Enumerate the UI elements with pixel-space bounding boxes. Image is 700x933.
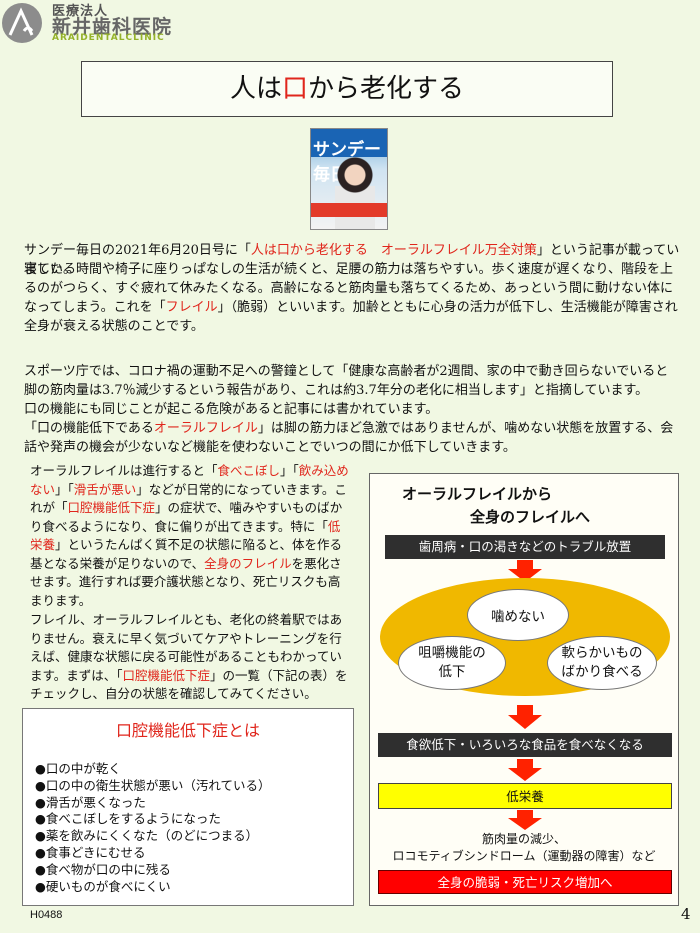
intro-paragraph-1: サンデー毎日の2021年6月20日号に「人は口から老化する オーラルフレイル万全… [24,241,680,279]
body-text: 」の一覧（下記の表）をチェックし、自分の状態を確認してみてください。 [30,667,348,702]
frailty-highlight: フレイル [165,300,218,315]
flow-step-final: 全身の脆弱・死亡リスク増加へ [378,870,672,894]
page-title: 人は口から老化する [81,61,613,117]
magazine-headline-strip [311,203,387,217]
keyword-highlight: 滑舌が悪い [73,481,137,497]
body-text: フレイル、オーラルフレイルとも、老化の終着駅ではありません。衰えに早く気づいてケ… [30,612,343,683]
flow-step-malnutrition: 低栄養 [378,783,672,809]
title-highlight: 口 [281,74,308,104]
bubble-line: 咀嚼機能の [418,645,486,661]
list-item: ●食べ物が口の中に残る [35,861,171,877]
list-item: ●硬いものが食べにくい [35,878,171,894]
intro-paragraph-5: 「口の機能低下であるオーラルフレイル」は脚の筋力ほど急激ではありませんが、噛めな… [24,419,680,457]
list-item: ●食事どきにむせる [35,844,146,860]
title-post: から老化する [308,74,465,104]
intro-paragraph-2: 寝ている時間や椅子に座りっぱなしの生活が続くと、足腰の筋力は落ちやすい。歩く速度… [24,260,680,336]
flow-title-line-2: 全身のフレイルへ [470,508,591,526]
intro-text: 」（脆弱）といいます。加齢とともに心身の活力が低下し、生活機能が障害され全身が衰… [24,300,678,334]
down-arrow-icon [508,810,542,830]
bubble-soft-food-only: 軟らかいものばかり食べる [547,636,657,690]
keyword-highlight: 低栄養 [30,518,341,553]
document-code: H0488 [30,909,63,921]
intro-text: 寝ている時間や椅子に座りっぱなしの生活が続くと、足腰の筋力は落ちやすい。歩く速度… [24,262,673,315]
body-text: 」などが日常的になっていきます。これが「 [30,481,347,516]
flow-step-4-line-2: ロコモティブシンドローム（運動器の障害）など [392,849,656,863]
body-text: 」の症状で、噛みやすいものばかり食べるようになり、食に偏りが出てきます。特に「 [30,500,343,534]
page-number: 4 [681,905,691,923]
intro-text: サンデー毎日の2021年6月20日号に「 [24,243,251,258]
symptom-checklist-title: 口腔機能低下症とは [115,721,260,740]
bubble-cannot-chew: 噛めない [467,589,569,641]
flow-title-line-1: オーラルフレイルから [402,485,553,503]
intro-text: 「口の機能低下である [24,421,154,436]
bubble-line: 軟らかいもの [561,645,643,661]
flow-step-4-line-1: 筋肉量の減少、 [481,832,566,846]
oral-frailty-highlight: オーラルフレイル [153,421,258,436]
clinic-header: 医療法人 新井歯科医院 ARAIDENTALCLINIC [0,0,700,44]
magazine-cover-photo [335,157,375,229]
left-paragraph-2: フレイル、オーラルフレイルとも、老化の終着駅ではありません。衰えに早く気づいてケ… [30,611,352,704]
down-arrow-icon [508,759,542,781]
bubble-line: ばかり食べる [561,664,643,680]
magazine-cover-image: サンデー毎日 [310,128,388,230]
flow-step-1: 歯周病・口の渇きなどのトラブル放置 [385,535,665,559]
symptom-checklist-box: 口腔機能低下症とは ●口の中が乾く ●口の中の衛生状態が悪い（汚れている） ●滑… [22,708,354,906]
clinic-roman-name: ARAIDENTALCLINIC [52,33,165,43]
article-title-highlight: 人は口から老化する オーラルフレイル万全対策 [250,243,537,258]
symptom-list: ●口の中が乾く ●口の中の衛生状態が悪い（汚れている） ●滑舌が悪くなった ●食… [35,761,271,895]
list-item: ●食べこぼしをするようになった [35,811,221,827]
keyword-highlight: 全身のフレイル [204,555,292,571]
body-text: 」「 [55,481,74,497]
magazine-masthead-bar [311,129,387,157]
clinic-name: 新井歯科医院 [52,16,173,38]
intro-paragraph-3: スポーツ庁では、コロナ禍の運動不足への警鐘として「健康な高齢者が2週間、家の中で… [24,364,669,398]
list-item: ●薬を飲みにくくなた（のどにつまる） [35,828,259,844]
title-pre: 人は [229,74,282,104]
intro-paragraph-4: 口の機能にも同じことが起こる危険があると記事には書かれています。 [24,402,439,417]
list-item: ●滑舌が悪くなった [35,794,146,810]
body-text: 」というたんぱく質不足の状態に陥ると、体を作る基となる栄養が足りないので、 [30,537,343,571]
keyword-highlight: 口腔機能低下症 [67,500,156,515]
org-type: 医療法人 [52,4,109,19]
intro-text: 」という記事が載っていました。 [24,243,680,277]
body-text: を悪化させます。進行すれば要介護状態となり、死亡リスクも高まります。 [30,555,342,608]
list-item: ●口の中の衛生状態が悪い（汚れている） [35,777,271,793]
down-arrow-icon [508,560,542,582]
keyword-highlight: 食べこぼし [217,463,281,478]
keyword-highlight: 飲み込めない [30,463,349,497]
clinic-logo-icon [2,3,42,43]
body-text: オーラルフレイルは進行すると「 [30,463,218,478]
keyword-highlight: 口腔機能低下症 [122,667,211,683]
down-arrow-icon [508,705,542,729]
bubble-chewing-decline: 咀嚼機能の低下 [398,636,506,690]
list-item: ●口の中が乾く [35,761,121,776]
flow-step-2: 食欲低下・いろいろな食品を食べなくなる [378,733,672,757]
intro-text: 」は脚の筋力ほど急激ではありませんが、噛めない状態を放置する、会話や発声の機会が… [24,421,674,455]
left-paragraph-1: オーラルフレイルは進行すると「食べこぼし」「飲み込めない」「滑舌が悪い」などが日… [30,462,352,610]
body-text: 」「 [280,463,299,478]
bubble-line: 低下 [438,664,466,680]
